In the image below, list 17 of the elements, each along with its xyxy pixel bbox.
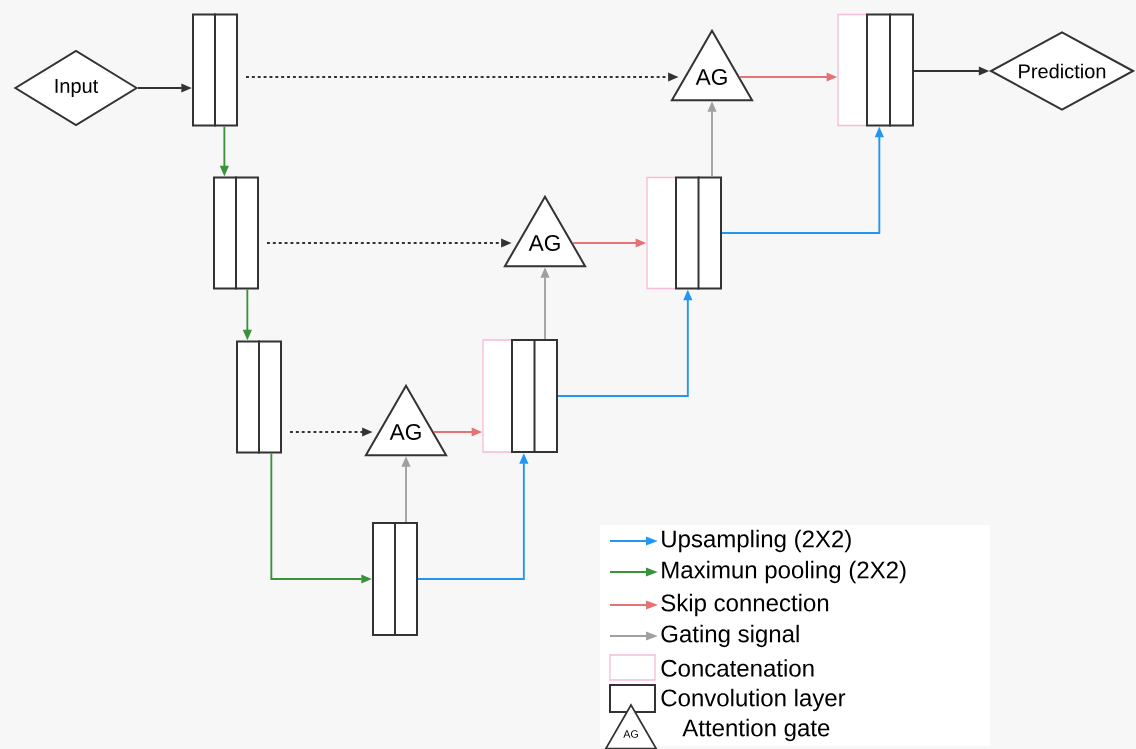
legend-label: Attention gate <box>682 718 830 742</box>
convolution-block <box>511 338 558 454</box>
legend-label: Upsampling (2X2) <box>662 529 851 553</box>
legend-label: Convolution layer <box>661 688 846 712</box>
convolution-block <box>866 12 914 128</box>
legend-label: Concatenation <box>661 659 814 677</box>
concatenation-box <box>646 176 677 290</box>
concatenation-box <box>837 13 868 127</box>
legend-label: Gating signal <box>661 624 799 648</box>
legend-label: Maximun pooling (2X2) <box>662 560 906 584</box>
concatenation-box <box>482 339 513 453</box>
convolution-block <box>372 521 418 637</box>
convolution-block <box>236 339 282 455</box>
convolution-block <box>192 12 238 128</box>
convolution-block <box>675 175 722 291</box>
convolution-block <box>213 175 259 291</box>
legend-label: Skip connection <box>661 593 829 617</box>
